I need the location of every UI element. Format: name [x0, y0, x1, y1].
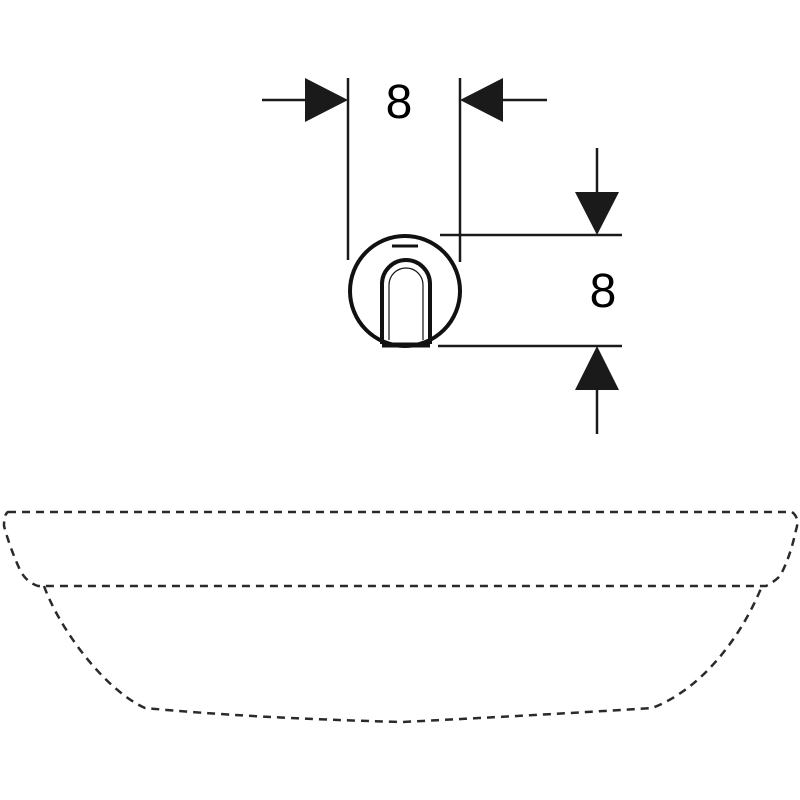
basin-bowl — [42, 585, 764, 724]
width-dimension: 8 — [262, 76, 547, 262]
height-arrow-top — [575, 192, 619, 235]
width-arrow-right — [460, 78, 503, 122]
spout-fixture — [348, 234, 462, 348]
height-arrow-bottom — [575, 346, 619, 390]
basin-outline — [2, 510, 799, 724]
spout-outlet-inner — [388, 267, 424, 340]
height-dimension: 8 — [438, 148, 622, 434]
spout-outlet — [380, 258, 432, 344]
height-dimension-label: 8 — [590, 265, 617, 318]
width-dimension-label: 8 — [386, 76, 413, 129]
basin-rim — [2, 510, 799, 588]
width-arrow-left — [305, 78, 348, 122]
spout-outer-circle — [348, 234, 462, 348]
